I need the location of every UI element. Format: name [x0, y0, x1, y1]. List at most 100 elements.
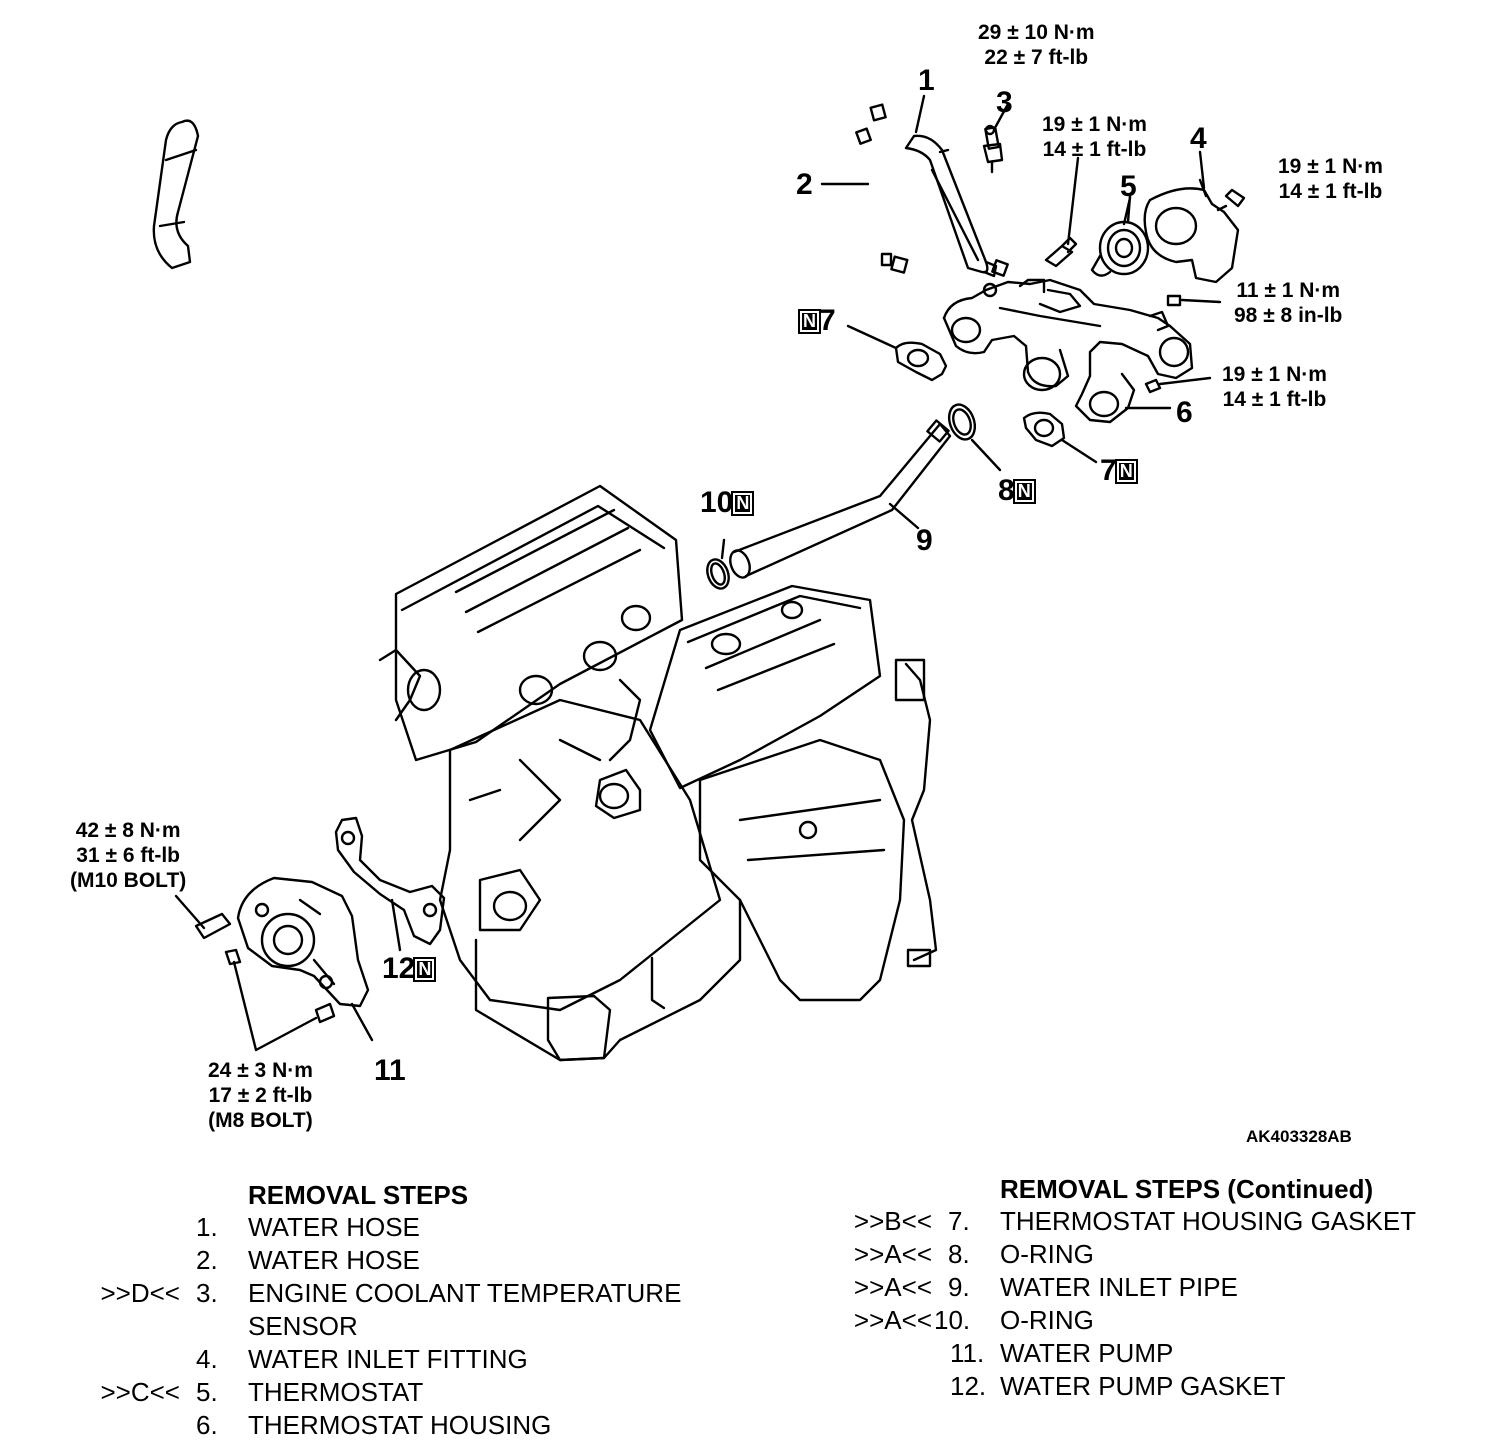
list-item: 6. THERMOSTAT HOUSING	[0, 1410, 760, 1443]
procedure-ref: >>A<<	[853, 1305, 932, 1335]
torque-metric: 42 ± 8 N·m	[75, 819, 181, 842]
removal-steps-right: REMOVAL STEPS (Continued) >>B<< 7. THERM…	[800, 1170, 1500, 1410]
removal-steps-heading: REMOVAL STEPS	[248, 1180, 469, 1210]
torque-pump-m8: 24 ± 3 N·m 17 ± 2 ft-lb (M8 BOLT)	[208, 1058, 313, 1133]
torque-imperial: 14 ± 1 ft-lb	[1042, 138, 1147, 161]
water-pump-gasket	[334, 816, 446, 952]
torque-fitting-bolt: 19 ± 1 N·m 14 ± 1 ft-lb	[1278, 154, 1383, 204]
step-number: 1.	[196, 1212, 218, 1242]
list-item: >>C<< 5. THERMOSTAT	[0, 1377, 760, 1410]
list-item: >>A<< 10. O-RING	[800, 1305, 1500, 1338]
small-bolt	[1166, 294, 1222, 307]
callout-1: 1	[918, 64, 935, 97]
thermostat-housing	[942, 278, 1212, 424]
step-number: 4.	[196, 1344, 218, 1374]
water-hose-1	[904, 134, 1009, 278]
callout-3: 3	[996, 86, 1013, 119]
figure-code: AK403328AB	[1246, 1127, 1352, 1146]
new-part-mark: N	[1114, 459, 1138, 484]
step-text: WATER INLET FITTING	[248, 1344, 528, 1374]
callout-10-number: 10	[700, 486, 734, 519]
torque-imperial: 14 ± 1 ft-lb	[1278, 180, 1383, 203]
new-part-mark: N	[1012, 479, 1036, 504]
o-ring-8	[947, 403, 1002, 472]
torque-imperial: 31 ± 6 ft-lb	[76, 844, 180, 867]
step-text: SENSOR	[248, 1311, 358, 1341]
procedure-ref: >>A<<	[853, 1239, 932, 1269]
torque-imperial: 22 ± 7 ft-lb	[984, 46, 1089, 69]
procedure-ref: >>D<<	[100, 1278, 180, 1308]
procedure-ref: >>A<<	[853, 1272, 932, 1302]
new-part-mark: N	[731, 491, 755, 516]
step-text: THERMOSTAT HOUSING	[248, 1410, 552, 1440]
list-item: 1. WATER HOSE	[0, 1212, 760, 1245]
thermostat-housing-gasket-right	[1022, 411, 1098, 464]
step-text: ENGINE COOLANT TEMPERATURE	[248, 1278, 682, 1308]
torque-metric: 19 ± 1 N·m	[1042, 113, 1147, 136]
torque-imperial: 98 ± 8 in-lb	[1234, 304, 1343, 327]
water-inlet-pipe	[729, 419, 952, 579]
new-part-mark: N	[798, 309, 821, 334]
list-item: >>A<< 8. O-RING	[800, 1239, 1500, 1272]
torque-housing-bolt: 19 ± 1 N·m 14 ± 1 ft-lb	[1042, 112, 1147, 162]
step-number: 3.	[196, 1278, 218, 1308]
engine-block	[378, 484, 938, 1062]
callout-12-number: 12	[382, 952, 416, 985]
callout-5: 5	[1120, 170, 1137, 203]
step-number: 8.	[948, 1239, 970, 1269]
thermostat	[1090, 196, 1150, 277]
torque-pump-m10: 42 ± 8 N·m 31 ± 6 ft-lb (M10 BOLT)	[70, 818, 186, 893]
torque-metric: 24 ± 3 N·m	[208, 1059, 313, 1082]
step-number: 7.	[948, 1206, 970, 1236]
list-item: SENSOR	[0, 1311, 760, 1344]
step-text: O-RING	[1000, 1239, 1094, 1269]
torque-sensor: 29 ± 10 N·m 22 ± 7 ft-lb	[978, 20, 1095, 70]
callout-7-number: 7	[819, 304, 836, 337]
callout-2: 2	[796, 168, 813, 201]
step-text: WATER PUMP	[1000, 1338, 1174, 1368]
list-item: >>B<< 7. THERMOSTAT HOUSING GASKET	[800, 1206, 1500, 1239]
callout-8-number: 8	[998, 474, 1015, 507]
step-text: WATER HOSE	[248, 1245, 420, 1275]
torque-small-bolt: 11 ± 1 N·m 98 ± 8 in-lb	[1234, 278, 1342, 328]
torque-metric: 19 ± 1 N·m	[1222, 363, 1327, 386]
step-text: WATER INLET PIPE	[1000, 1272, 1238, 1302]
step-number: 12.	[950, 1371, 987, 1401]
water-pump	[236, 876, 374, 1042]
step-text: WATER PUMP GASKET	[1000, 1371, 1286, 1401]
list-item: 2. WATER HOSE	[0, 1245, 760, 1278]
torque-metric: 11 ± 1 N·m	[1236, 279, 1341, 302]
o-ring-10	[706, 538, 730, 590]
callout-6: 6	[1176, 396, 1193, 429]
procedure-ref: >>C<<	[100, 1377, 180, 1407]
step-number: 9.	[948, 1272, 970, 1302]
list-item: >>D<< 3. ENGINE COOLANT TEMPERATURE	[0, 1278, 760, 1311]
step-number: 5.	[196, 1377, 218, 1407]
step-text: O-RING	[1000, 1305, 1094, 1335]
step-number: 2.	[196, 1245, 218, 1275]
list-item: 12. WATER PUMP GASKET	[800, 1371, 1500, 1404]
step-text: THERMOSTAT HOUSING GASKET	[1000, 1206, 1417, 1236]
coolant-temperature-sensor	[982, 124, 1004, 174]
new-part-mark: N	[413, 957, 437, 982]
torque-lower-bolt: 19 ± 1 N·m 14 ± 1 ft-lb	[1222, 362, 1327, 412]
water-pump-bolts	[174, 894, 336, 1052]
bolt-size: (M8 BOLT)	[208, 1109, 313, 1132]
list-item: 11. WATER PUMP	[800, 1338, 1500, 1371]
callout-11: 11	[374, 1054, 406, 1087]
step-text: WATER HOSE	[248, 1212, 420, 1242]
torque-imperial: 14 ± 1 ft-lb	[1222, 388, 1327, 411]
procedure-ref: >>B<<	[853, 1206, 932, 1236]
thermostat-housing-gasket-left	[846, 324, 948, 382]
housing-bolt	[1044, 156, 1080, 268]
water-hose-2	[152, 103, 909, 274]
leader-lines	[820, 94, 1206, 410]
removal-steps-left: REMOVAL STEPS 1. WATER HOSE 2. WATER HOS…	[0, 1176, 760, 1456]
removal-steps-cont-heading: REMOVAL STEPS (Continued)	[1000, 1174, 1374, 1204]
torque-imperial: 17 ± 2 ft-lb	[208, 1084, 313, 1107]
